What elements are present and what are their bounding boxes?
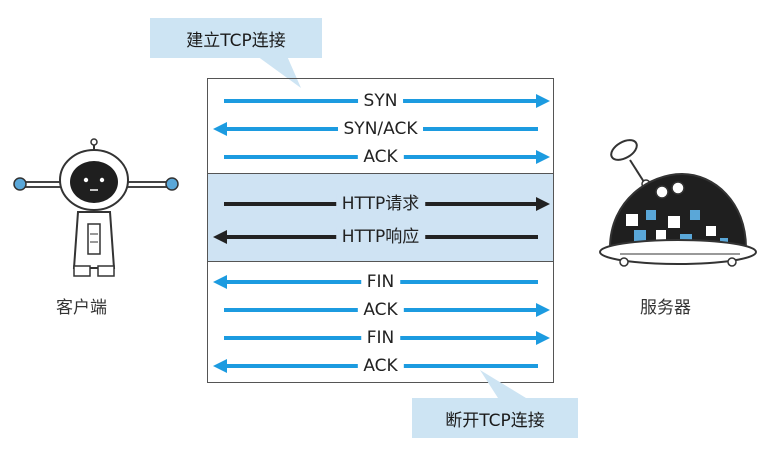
connect-callout-tail (257, 56, 301, 88)
server-label: 服务器 (640, 298, 691, 318)
teardown-ack-2: ACK (208, 356, 553, 376)
message-label: SYN/ACK (337, 119, 424, 139)
client-label: 客户端 (56, 298, 107, 318)
http-section: HTTP请求 HTTP响应 (208, 173, 553, 261)
handshake-ack: ACK (208, 147, 553, 167)
disconnect-callout: 断开TCP连接 (412, 398, 578, 438)
handshake-syn: SYN (208, 91, 553, 111)
message-label: ACK (357, 356, 404, 376)
message-label: HTTP响应 (335, 227, 426, 247)
server-robot-icon (599, 139, 757, 267)
connect-callout-label: 建立TCP连接 (186, 30, 286, 51)
connect-callout: 建立TCP连接 (150, 18, 322, 58)
message-label: ACK (357, 147, 404, 167)
teardown-section: FIN ACK FIN ACK (208, 261, 553, 382)
message-label: HTTP请求 (335, 194, 426, 214)
client-robot-icon (13, 138, 179, 277)
http-response: HTTP响应 (208, 227, 553, 247)
message-label: FIN (360, 328, 401, 348)
disconnect-callout-tail (480, 370, 526, 398)
sequence-frame: SYN SYN/ACK ACK HTTP请求 HTTP响应 FIN ACK FI (207, 78, 554, 383)
message-label: SYN (357, 91, 404, 111)
message-label: ACK (357, 300, 404, 320)
teardown-fin-1: FIN (208, 272, 553, 292)
disconnect-callout-label: 断开TCP连接 (445, 410, 545, 431)
message-label: FIN (360, 272, 401, 292)
teardown-fin-2: FIN (208, 328, 553, 348)
teardown-ack-1: ACK (208, 300, 553, 320)
handshake-synack: SYN/ACK (208, 119, 553, 139)
http-request: HTTP请求 (208, 194, 553, 214)
